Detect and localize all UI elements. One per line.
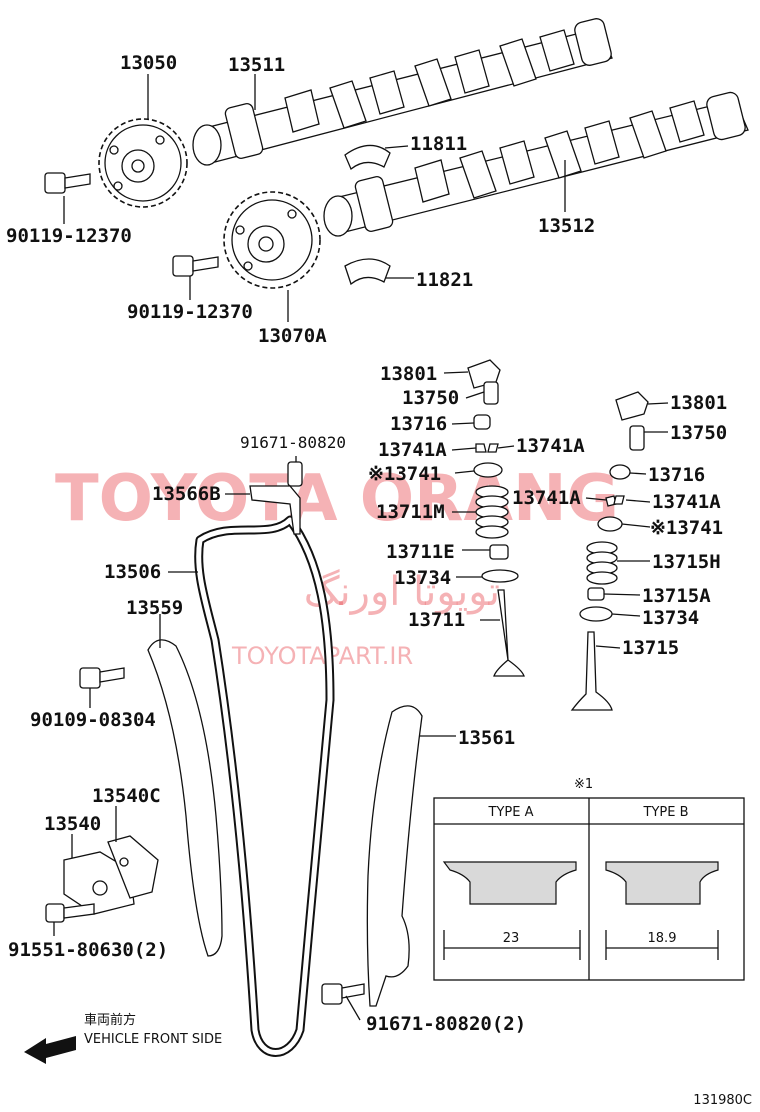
- valve-stack-right: [570, 391, 649, 711]
- label-13750-left: 13750: [402, 387, 459, 409]
- figure-code: 131980C: [693, 1093, 752, 1108]
- type-table: TYPE A TYPE B 23 18.9: [433, 797, 745, 981]
- label-13741-left: ※13741: [368, 463, 441, 485]
- label-13506: 13506: [104, 561, 161, 583]
- label-90109: 90109-08304: [30, 709, 156, 731]
- label-11811: 11811: [410, 133, 467, 155]
- label-13801-left: 13801: [380, 363, 437, 385]
- label-13734-left: 13734: [394, 567, 451, 589]
- label-13750-right: 13750: [670, 422, 727, 444]
- type-b-header: TYPE B: [643, 805, 689, 820]
- type-b-dimension: 18.9: [648, 931, 677, 946]
- bolt-91551: [45, 903, 95, 923]
- label-13559: 13559: [126, 597, 183, 619]
- label-13801-right: 13801: [670, 392, 727, 414]
- label-13566b: 13566B: [152, 483, 221, 505]
- label-13512: 13512: [538, 215, 595, 237]
- bolt-91671-a: [287, 461, 303, 487]
- watermark-site: TOYOTAPART.IR: [231, 642, 413, 670]
- label-13711: 13711: [408, 609, 465, 631]
- label-13741a-2: 13741A: [516, 435, 585, 457]
- cam-sprocket-13050: [98, 118, 188, 208]
- label-13716-left: 13716: [390, 413, 447, 435]
- bolt-91671-b: [321, 983, 365, 1005]
- camshaft-13512: [323, 91, 749, 237]
- direction-jp: 車両前方: [84, 1012, 136, 1028]
- label-13715a: 13715A: [642, 585, 711, 607]
- bolt-90119-a: [44, 172, 91, 194]
- type-a-dimension: 23: [503, 931, 520, 946]
- chain-slipper-13559: [147, 639, 223, 957]
- camshaft-13511: [192, 18, 613, 166]
- cam-sprocket-13070a: [223, 191, 321, 289]
- label-13715h: 13715H: [652, 551, 721, 573]
- chain-damper-13561: [366, 705, 423, 1007]
- vehicle-front-arrow-icon: [24, 1036, 76, 1064]
- label-13561: 13561: [458, 727, 515, 749]
- bolt-90119-b: [172, 255, 219, 277]
- bolt-90109: [79, 667, 125, 689]
- label-13734-right: 13734: [642, 607, 699, 629]
- direction-en: VEHICLE FRONT SIDE: [84, 1032, 222, 1047]
- label-13050: 13050: [120, 52, 177, 74]
- label-90119-a: 90119-12370: [6, 225, 132, 247]
- bearing-11821: [344, 258, 391, 286]
- chain-guide-13566b: [249, 485, 301, 535]
- label-13540: 13540: [44, 813, 101, 835]
- tensioner-13540: [63, 835, 159, 915]
- label-91551: 91551-80630(2): [8, 939, 168, 961]
- label-13540c: 13540C: [92, 785, 161, 807]
- label-13741a-3: 13741A: [512, 487, 581, 509]
- label-13741a-1: 13741A: [378, 439, 447, 461]
- leader-lines: [53, 74, 669, 1021]
- label-13715: 13715: [622, 637, 679, 659]
- label-11821: 11821: [416, 269, 473, 291]
- label-13711m: 13711M: [376, 501, 445, 523]
- label-13511: 13511: [228, 54, 285, 76]
- label-90119-b: 90119-12370: [127, 301, 253, 323]
- label-91671-b: 91671-80820(2): [366, 1013, 526, 1035]
- label-13716-right: 13716: [648, 464, 705, 486]
- label-13711e: 13711E: [386, 541, 455, 563]
- label-91671-a: 91671-80820: [240, 433, 346, 452]
- label-13070a: 13070A: [258, 325, 327, 347]
- label-13741-right: ※13741: [650, 517, 723, 539]
- label-13741a-4: 13741A: [652, 491, 721, 513]
- bearing-11811: [344, 144, 391, 171]
- type-table-note: ※1: [574, 777, 593, 792]
- watermark-brand: TOYOTA ORANG: [55, 462, 619, 536]
- type-a-header: TYPE A: [488, 805, 534, 820]
